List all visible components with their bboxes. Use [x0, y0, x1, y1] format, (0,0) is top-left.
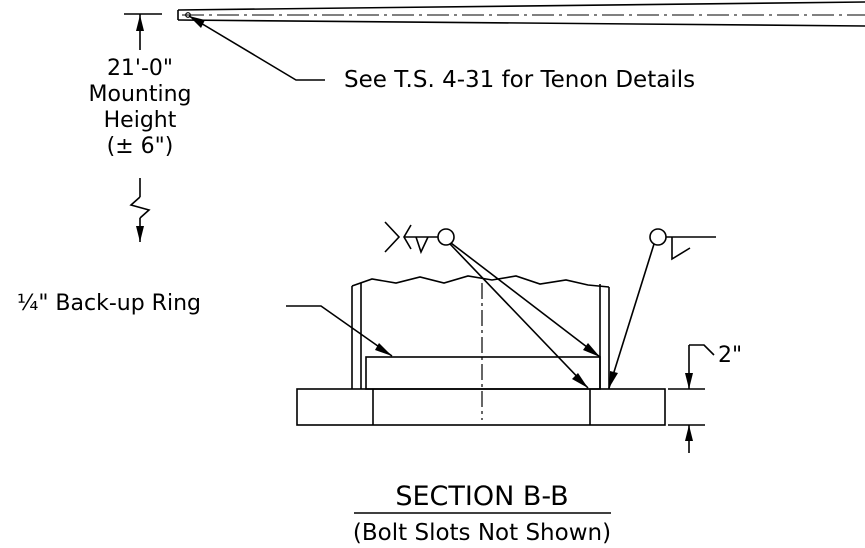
weld-symbol-right: [649, 228, 716, 261]
backup-ring: [365, 356, 601, 390]
pole-walls: [351, 283, 610, 389]
backup-ring-label: ¼" Back-up Ring: [17, 291, 201, 316]
base-plate: [296, 388, 666, 426]
weld-leaders-left: [449, 242, 601, 389]
dimension-2in-label: 2": [718, 343, 742, 368]
weld-symbol-left: [384, 221, 455, 255]
arrowhead-up-icon: [685, 425, 693, 441]
leader-arrowhead-icon: [609, 371, 618, 388]
leader-arrowhead-icon: [189, 16, 205, 28]
mounting-height-line2: Mounting: [89, 82, 192, 107]
all-around-weld-icon: [649, 228, 667, 246]
all-around-weld-icon: [437, 228, 455, 246]
mounting-height-dimension: [129, 14, 151, 242]
leader-arrowhead-icon: [375, 343, 392, 356]
section-title: SECTION B-B: [395, 481, 568, 512]
leader-arrowhead-icon: [583, 343, 600, 357]
section-subtitle: (Bolt Slots Not Shown): [353, 520, 611, 546]
arrowhead-down-icon: [136, 226, 144, 242]
mounting-height-line3: Height: [104, 108, 177, 133]
mounting-height-line1: 21'-0": [107, 56, 173, 81]
tenon-marker-icon: [185, 12, 191, 18]
mounting-height-line4: (± 6"): [107, 134, 174, 159]
plate-thickness-dimension: [668, 344, 715, 453]
mast-arm: [177, 1, 865, 27]
backup-ring-leader: [286, 305, 393, 357]
weld-leader-right: [608, 243, 655, 389]
tenon-note: See T.S. 4-31 for Tenon Details: [344, 67, 695, 93]
pole-break-line: [351, 275, 610, 288]
leader-arrowhead-icon: [572, 373, 588, 388]
arrowhead-up-icon: [136, 15, 144, 31]
tenon-leader: [188, 15, 325, 81]
arrowhead-down-icon: [685, 373, 693, 389]
